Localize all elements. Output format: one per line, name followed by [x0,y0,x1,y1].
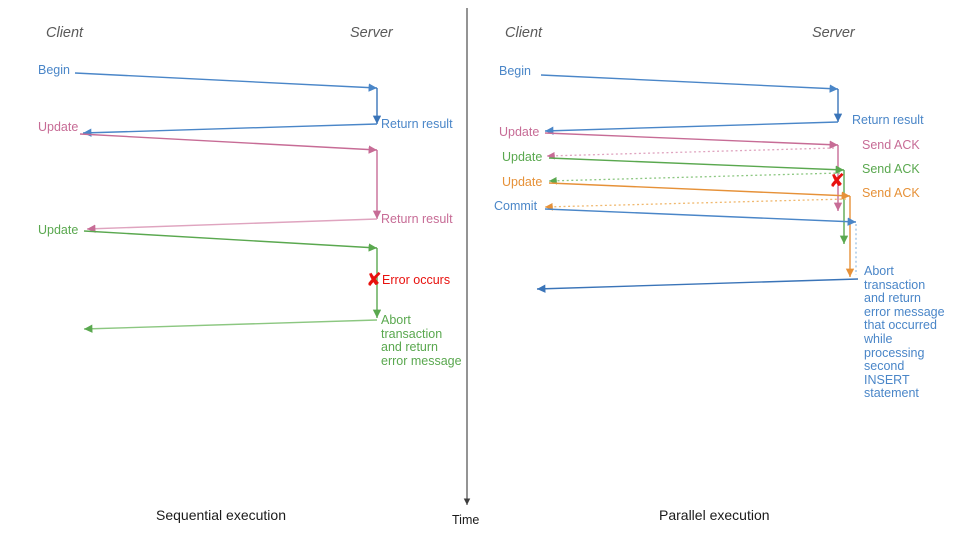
right-label-return-result: Return result [852,113,924,127]
right-abort-note: Abort transaction and return error messa… [864,264,945,401]
arrow-send-ack-3 [544,198,847,211]
arrow-return-result-2 [86,218,378,233]
error-x-icon: ✘ [366,270,382,291]
right-label-send-ack-2: Send ACK [862,162,920,176]
left-server-lane-title: Server [350,25,393,41]
left-client-lane-title: Client [46,25,84,41]
arrow-update-3-request [548,182,851,200]
arrow-return-result [544,121,839,135]
right-label-send-ack-3: Send ACK [862,186,920,200]
left-panel-arrows [74,72,382,333]
arrow-send-ack-1 [546,147,835,160]
left-message-update-2: Update [38,223,79,237]
arrow-update-1-request [79,133,378,154]
arrow-abort-return [83,319,378,333]
right-message-begin: Begin [499,64,531,78]
arrow-return-result-1 [82,123,378,137]
right-message-update-2: Update [502,150,543,164]
arrow-begin-request [540,74,839,93]
time-axis-label: Time [452,513,480,527]
right-message-update-3: Update [502,175,543,189]
right-client-lane-title: Client [505,25,543,41]
right-server-lane-title: Server [812,25,855,41]
left-label-error-occurs: Error occurs [382,273,451,287]
left-abort-note: Abort transaction and return error messa… [381,313,462,368]
right-message-commit: Commit [494,199,538,213]
left-message-update-1: Update [38,120,79,134]
left-panel-caption: Sequential execution [156,507,286,523]
right-panel-caption: Parallel execution [659,507,770,523]
error-x-icon: ✘ [829,171,845,192]
arrow-begin-request [74,72,378,92]
right-label-send-ack-1: Send ACK [862,138,920,152]
left-label-return-result-1: Return result [381,117,453,131]
left-label-return-result-2: Return result [381,212,453,226]
arrow-update-1-request [544,132,839,149]
right-panel-arrows [536,74,859,293]
left-message-begin: Begin [38,63,70,77]
arrow-update-2-request [83,230,378,252]
right-message-update-1: Update [499,125,540,139]
arrow-abort-return [536,278,859,293]
arrow-send-ack-2 [548,172,841,185]
arrow-update-2-request [548,157,845,174]
arrow-commit-request [544,208,857,226]
